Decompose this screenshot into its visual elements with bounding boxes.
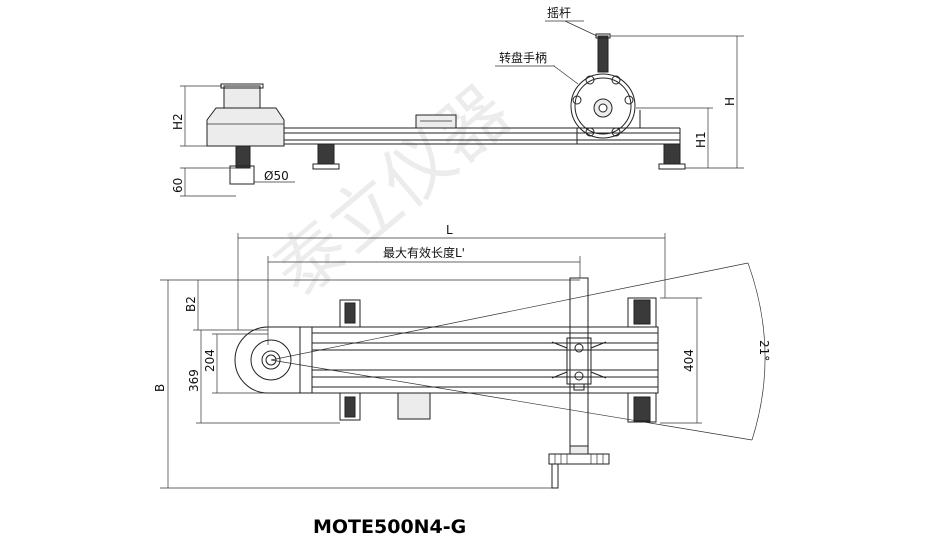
slider-carriage — [415, 114, 457, 129]
foot-left-base — [312, 163, 340, 170]
dim-H: H — [723, 97, 737, 106]
output-shaft — [235, 145, 251, 169]
foot-bl — [339, 392, 361, 421]
base-frame — [299, 326, 659, 394]
motor-top — [223, 85, 261, 109]
dim-B: B — [153, 384, 167, 392]
foot-tr — [627, 297, 657, 328]
rocker-handle — [597, 35, 609, 73]
side-view: 摇杆 转盘手柄 H H1 H2 60 Ø50 — [171, 6, 744, 197]
watermark: 泰立仪器 — [258, 70, 525, 313]
dim-phi50: Ø50 — [264, 169, 289, 183]
foot-left — [317, 143, 335, 165]
label-handwheel: 转盘手柄 — [499, 50, 547, 65]
dim-L: L — [446, 223, 453, 237]
handwheel-rim — [574, 77, 632, 135]
gear-housing — [206, 107, 285, 147]
dim-angle: 21° — [757, 340, 771, 361]
dim-204: 204 — [203, 349, 217, 372]
foot-tl — [339, 299, 361, 328]
crank-base — [548, 453, 610, 465]
dim-404: 404 — [682, 349, 696, 372]
dim-369: 369 — [187, 369, 201, 392]
dim-60: 60 — [171, 178, 185, 193]
foot-right — [663, 143, 681, 165]
rotating-head — [234, 326, 313, 394]
cross-arm — [569, 277, 589, 447]
slider-block — [397, 392, 431, 420]
dim-H2: H2 — [171, 113, 185, 130]
handwheel-outer — [570, 73, 636, 139]
top-view: L 最大有效长度L' B B2 369 204 404 21° — [153, 223, 771, 489]
angle-arc — [747, 262, 766, 441]
dim-B2: B2 — [184, 296, 198, 312]
model-label: MOTE500N4-G — [313, 516, 467, 538]
foot-right-base — [658, 163, 686, 170]
watermark-text: 泰立仪器 — [258, 70, 525, 313]
shaft-coupling — [229, 165, 255, 185]
label-rocker: 摇杆 — [547, 6, 571, 20]
foot-br — [627, 392, 657, 423]
dim-Lprime: 最大有效长度L' — [383, 245, 465, 260]
dim-H1: H1 — [694, 131, 708, 148]
